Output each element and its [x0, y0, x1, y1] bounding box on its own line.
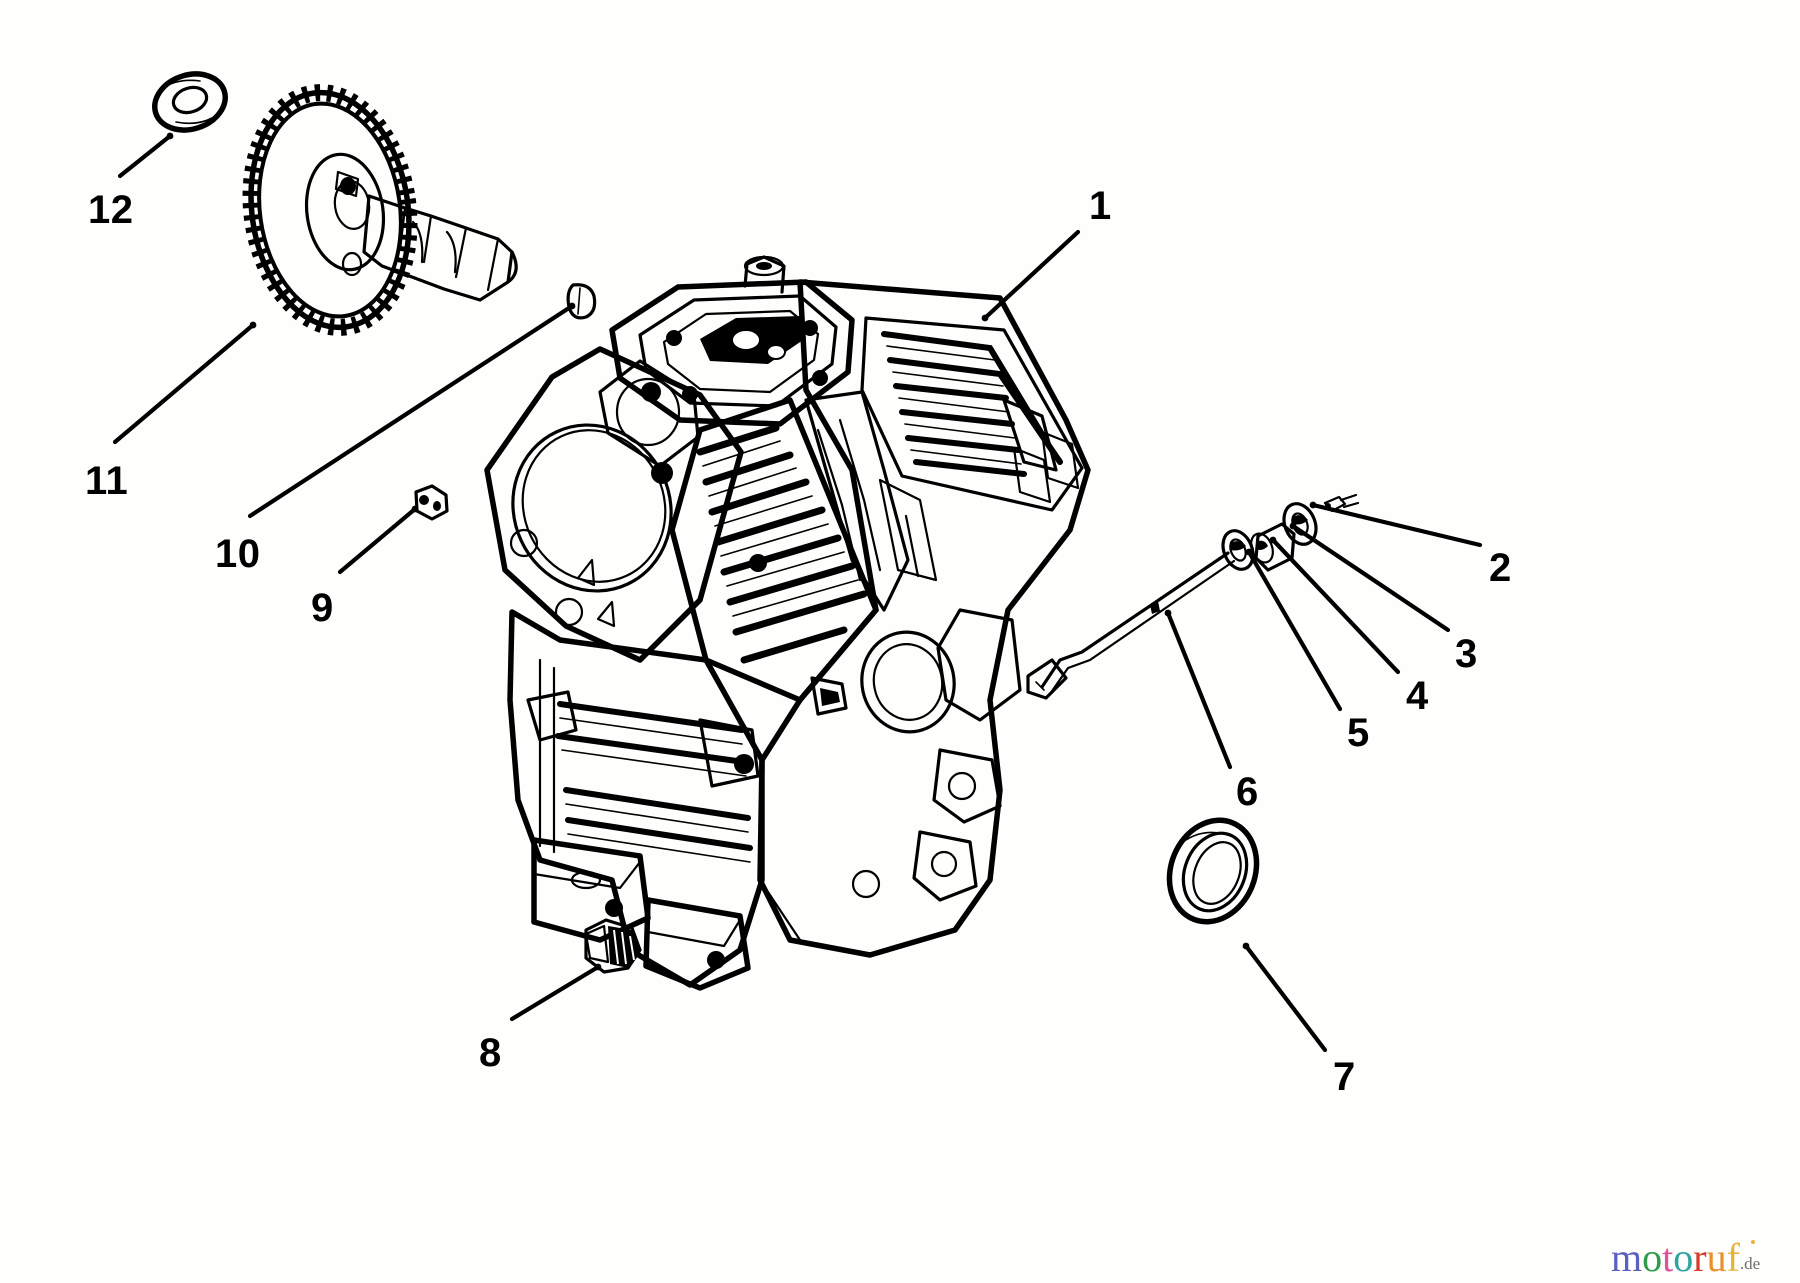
callout-number-4: 4 [1406, 674, 1429, 718]
watermark-letter-3: o [1673, 1235, 1694, 1280]
leader-endpoint-12 [166, 132, 174, 140]
leader-line-2 [1310, 502, 1483, 548]
callout-number-1: 1 [1089, 184, 1112, 228]
watermark-dot [1751, 1240, 1755, 1244]
leader-endpoint-7 [1242, 942, 1250, 950]
part-1-cylinder-block [484, 255, 1091, 991]
callout-number-3: 3 [1455, 632, 1478, 676]
watermark-letter-0: m [1611, 1235, 1643, 1280]
leader-line-12 [117, 133, 173, 179]
leader-line-1 [982, 229, 1081, 321]
watermark-letter-4: r [1693, 1235, 1707, 1280]
leader-line-4 [1270, 537, 1401, 675]
callout-number-6: 6 [1236, 770, 1259, 814]
block-cooling-fins [860, 316, 1084, 512]
watermark-letter-6: f [1726, 1235, 1740, 1280]
leader-endpoint-11 [249, 321, 257, 329]
leader-endpoint-5 [1245, 548, 1253, 556]
callout-number-8: 8 [479, 1031, 502, 1075]
leader-endpoint-9 [411, 505, 419, 513]
watermark-letter-1: o [1642, 1235, 1663, 1280]
leader-line-5 [1246, 549, 1343, 712]
leader-line-6 [1165, 610, 1233, 770]
watermark-suffix: .de [1739, 1254, 1761, 1273]
leader-endpoint-3 [1289, 522, 1297, 530]
leader-endpoint-8 [594, 963, 602, 971]
leader-endpoint-2 [1309, 501, 1317, 509]
callout-number-11: 11 [85, 459, 129, 503]
callout-number-12: 12 [88, 188, 134, 232]
leader-endpoint-1 [981, 314, 989, 322]
leader-line-8 [509, 964, 601, 1022]
part-8-drain-plug [584, 918, 642, 974]
callout-number-2: 2 [1489, 546, 1512, 590]
part-9-plug [414, 484, 449, 521]
motoruf-watermark: motoruf.de [1611, 1238, 1760, 1278]
callout-number-7: 7 [1333, 1055, 1356, 1099]
callout-number-9: 9 [311, 586, 334, 630]
callout-number-10: 10 [215, 532, 261, 576]
cylinder-cooling-fins [669, 397, 879, 703]
leader-endpoint-10 [568, 302, 576, 310]
leader-line-7 [1243, 943, 1328, 1053]
callout-leader-lines [112, 132, 1483, 1053]
watermark-letter-5: u [1706, 1235, 1727, 1280]
leader-line-11 [112, 322, 256, 445]
leader-endpoint-4 [1269, 536, 1277, 544]
part-10-pin [566, 283, 597, 320]
watermark-letter-2: t [1662, 1235, 1674, 1280]
leader-line-10 [247, 303, 575, 519]
leader-endpoint-6 [1164, 609, 1172, 617]
part-6-governor-rod [1026, 551, 1236, 700]
leader-line-9 [337, 506, 418, 575]
part-11-camshaft-assembly [242, 84, 518, 336]
part-7-oil-seal [1166, 817, 1260, 925]
callout-number-5: 5 [1347, 711, 1370, 755]
part-12-thrust-washer [152, 71, 228, 133]
leader-line-3 [1290, 523, 1451, 633]
